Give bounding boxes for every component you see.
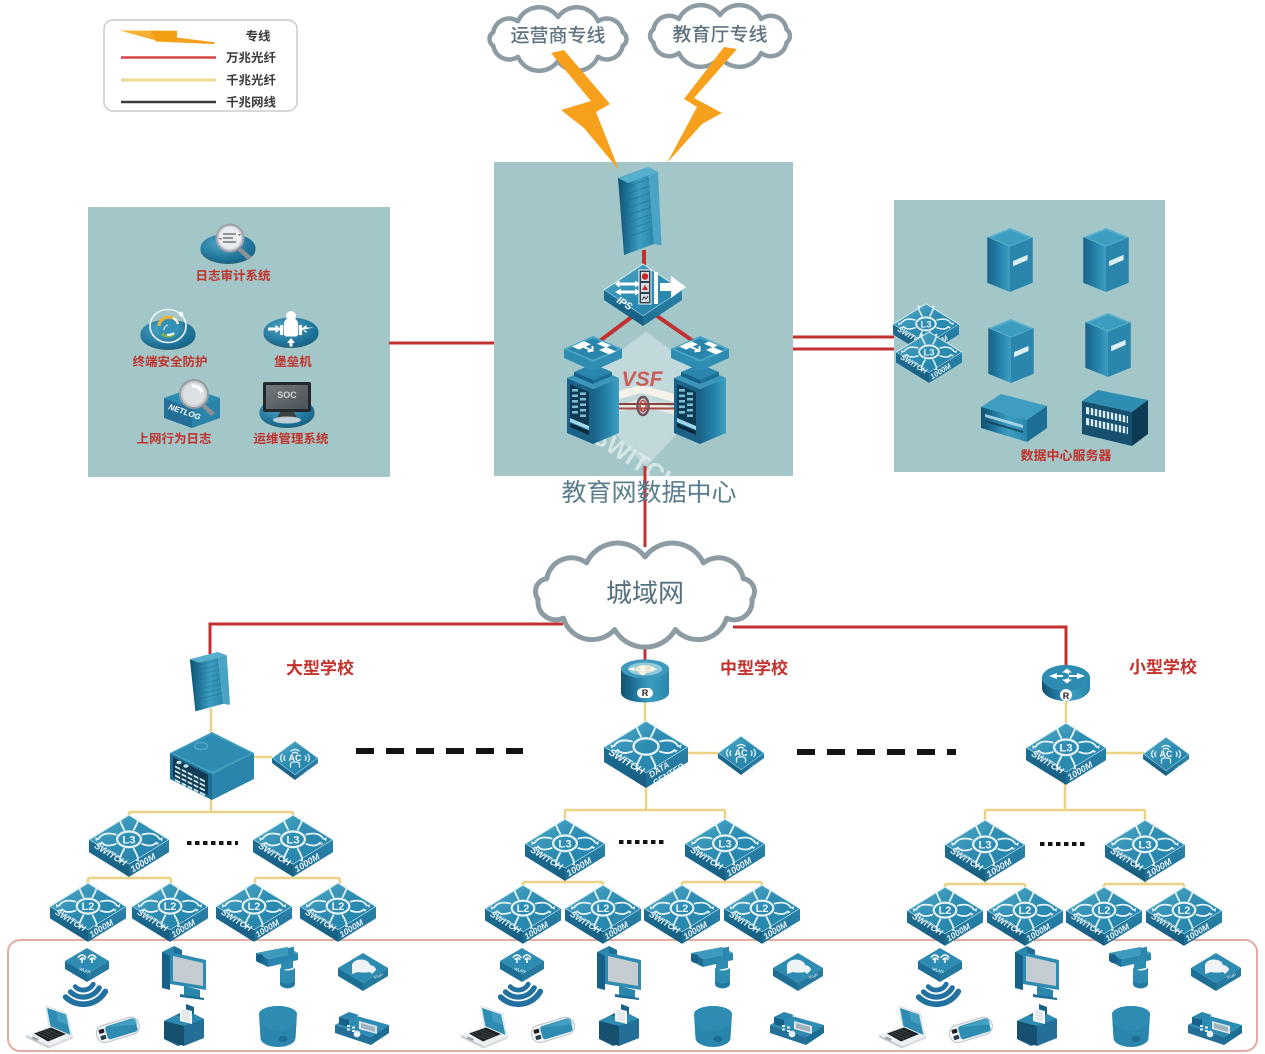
svg-text:SOC: SOC	[277, 390, 297, 400]
svg-text:VSF: VSF	[622, 368, 664, 391]
